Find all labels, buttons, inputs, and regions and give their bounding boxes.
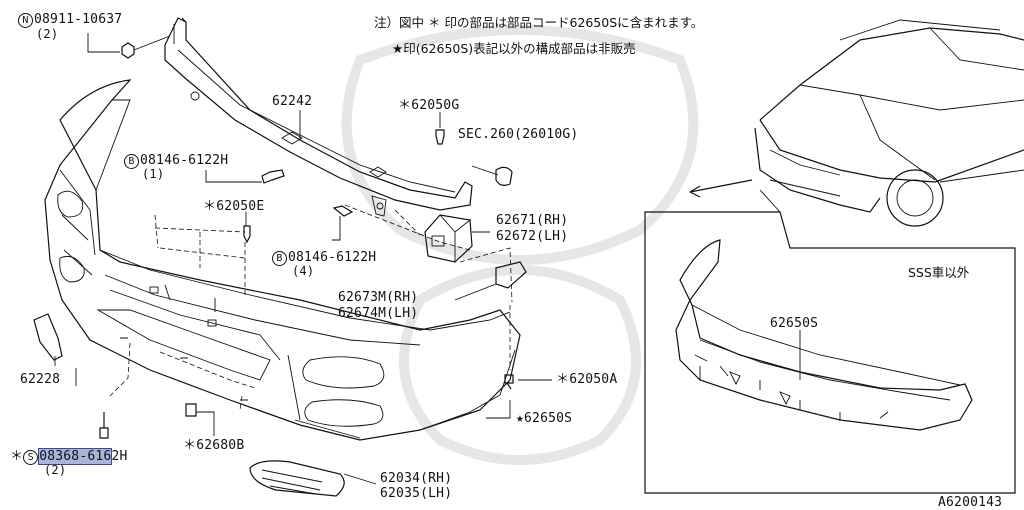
bolt-b1-prefix-circle: B bbox=[124, 154, 139, 169]
clip-62050a-label[interactable]: ＊62050A bbox=[556, 372, 618, 387]
leader-lines bbox=[75, 110, 511, 419]
stay-lh-label[interactable]: 62674M(LH) bbox=[338, 306, 419, 321]
screw-qty: (2) bbox=[44, 463, 67, 477]
bracket-lh-label[interactable]: 62672(LH) bbox=[496, 229, 569, 244]
screw-code-highlighted[interactable]: 08368-616 bbox=[38, 448, 113, 465]
cover-label[interactable]: 62228 bbox=[20, 372, 61, 387]
grille-lh-label[interactable]: 62035(LH) bbox=[380, 486, 453, 501]
screw-prefix-circle: S bbox=[23, 450, 39, 465]
bolt-b1-code[interactable]: 08146-6122H bbox=[140, 153, 229, 168]
fasteners bbox=[99, 129, 552, 439]
nut-code[interactable]: 08911-10637 bbox=[34, 12, 123, 27]
dashed-guides bbox=[109, 204, 513, 411]
side-stay bbox=[454, 261, 527, 301]
sec260-label[interactable]: SEC.260(26010G) bbox=[458, 127, 579, 142]
screw-code-rest[interactable]: 2H bbox=[111, 449, 128, 464]
grille-rh-label[interactable]: 62034(RH) bbox=[380, 471, 453, 486]
note-line-2: ★印(62650S)表記以外の構成部品は非販売 bbox=[392, 41, 636, 56]
nut-08911 bbox=[87, 33, 171, 59]
bolt-b2-qty: (4) bbox=[292, 264, 315, 278]
reinforcement-bar bbox=[164, 17, 473, 217]
fog-grille bbox=[249, 460, 377, 497]
bolt-b2-code[interactable]: 08146-6122H bbox=[288, 250, 377, 265]
note-line-1: 注）図中 ＊ 印の部品は部品コード62650Sに含まれます。 bbox=[374, 15, 704, 30]
bolt-b2-prefix-circle: B bbox=[272, 251, 287, 266]
side-bracket bbox=[424, 214, 490, 263]
watermark-emblem bbox=[341, 25, 699, 465]
inset-title: SSS車以外 bbox=[908, 265, 970, 280]
bumper-label[interactable]: ★62650S bbox=[516, 411, 573, 426]
screw-prefix-star: ＊ bbox=[10, 449, 24, 464]
reinforcement-label[interactable]: 62242 bbox=[272, 94, 313, 109]
diagram-id: A6200143 bbox=[938, 495, 1003, 510]
clip-62050e-label[interactable]: ＊62050E bbox=[203, 199, 265, 214]
car-illustration bbox=[689, 19, 1024, 227]
stay-rh-label[interactable]: 62673M(RH) bbox=[338, 290, 419, 305]
inset-part-label[interactable]: 62650S bbox=[770, 316, 819, 331]
clip-62680b-label[interactable]: ＊62680B bbox=[183, 438, 245, 453]
bolt-b1-qty: (1) bbox=[142, 167, 165, 181]
inset-bumper bbox=[675, 239, 973, 431]
cover-62228 bbox=[33, 313, 63, 366]
bumper-fascia bbox=[44, 79, 521, 441]
inset-frame bbox=[644, 189, 1016, 494]
nut-prefix-circle: N bbox=[18, 13, 33, 28]
bracket-rh-label[interactable]: 62671(RH) bbox=[496, 213, 569, 228]
clip-62050g-label[interactable]: ＊62050G bbox=[398, 98, 460, 113]
nut-qty: (2) bbox=[36, 27, 59, 41]
